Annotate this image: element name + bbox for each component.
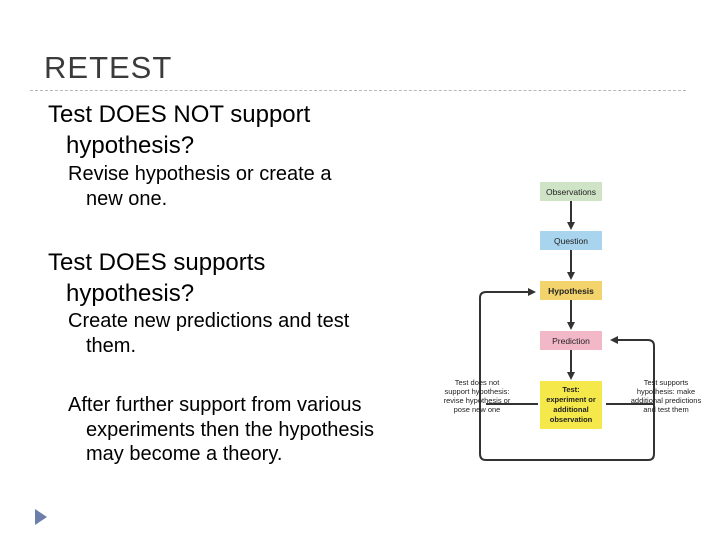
test-label-line2: experiment or: [546, 395, 596, 404]
hypothesis-box: [540, 281, 602, 300]
sub-bullet-theory: After further support from various exper…: [64, 393, 374, 466]
bullet-text-line2: hypothesis?: [66, 132, 195, 159]
right-note: Test supports hypothesis: make additiona…: [631, 378, 702, 414]
sub-bullet-text-line2: them.: [86, 335, 137, 357]
sub-bullet-text-line1: Revise hypothesis or create a: [68, 163, 332, 185]
bullet-supports: Test DOES supports hypothesis?: [44, 248, 265, 308]
loop-right-up-to-prediction: [610, 336, 655, 410]
sub-bullet-text-line2: new one.: [86, 188, 168, 210]
test-box: [540, 381, 602, 429]
sub-bullet-create-predictions: Create new predictions and test them.: [64, 309, 349, 358]
bullet-text-line1: Test DOES NOT support: [48, 101, 311, 128]
scientific-method-diagram: Observations Question Hypothesis Predict…: [444, 182, 702, 461]
sub-bullet-text-line3: may become a theory.: [86, 443, 283, 465]
observations-label: Observations: [546, 187, 596, 197]
hypothesis-label: Hypothesis: [548, 286, 594, 296]
question-box: [540, 231, 602, 250]
slide-title: RETEST: [44, 50, 173, 85]
left-note-line1: Test does not: [455, 378, 501, 387]
left-note-line3: revise hypothesis or: [444, 396, 511, 405]
test-label-line3: additional: [553, 405, 588, 414]
test-label-line1: Test:: [562, 385, 579, 394]
bullet-not-support: Test DOES NOT support hypothesis?: [44, 100, 310, 160]
bullet-text-line1: Test DOES supports: [48, 249, 266, 276]
observations-box: [540, 182, 602, 201]
prediction-label: Prediction: [552, 336, 590, 346]
left-note: Test does not support hypothesis: revise…: [444, 378, 511, 414]
test-label-line4: observation: [550, 415, 593, 424]
left-note-line4: pose new one: [454, 405, 501, 414]
question-label: Question: [554, 236, 588, 246]
right-note-line2: hypothesis: make: [637, 387, 695, 396]
play-triangle-icon[interactable]: [34, 508, 48, 526]
right-note-line3: additional predictions: [631, 396, 702, 405]
sub-bullet-text-line1: After further support from various: [68, 394, 362, 416]
title-divider: [30, 90, 686, 91]
right-note-line1: Test supports: [644, 378, 689, 387]
sub-bullet-text-line2: experiments then the hypothesis: [86, 419, 374, 441]
prediction-box: [540, 331, 602, 350]
sub-bullet-revise: Revise hypothesis or create a new one.: [64, 162, 331, 211]
left-note-line2: support hypothesis:: [444, 387, 509, 396]
loop-left-up-to-hypothesis: [479, 288, 536, 410]
bullet-text-line2: hypothesis?: [66, 280, 195, 307]
right-note-line4: and test them: [643, 405, 688, 414]
sub-bullet-text-line1: Create new predictions and test: [68, 310, 350, 332]
loop-bottom: [479, 410, 655, 461]
